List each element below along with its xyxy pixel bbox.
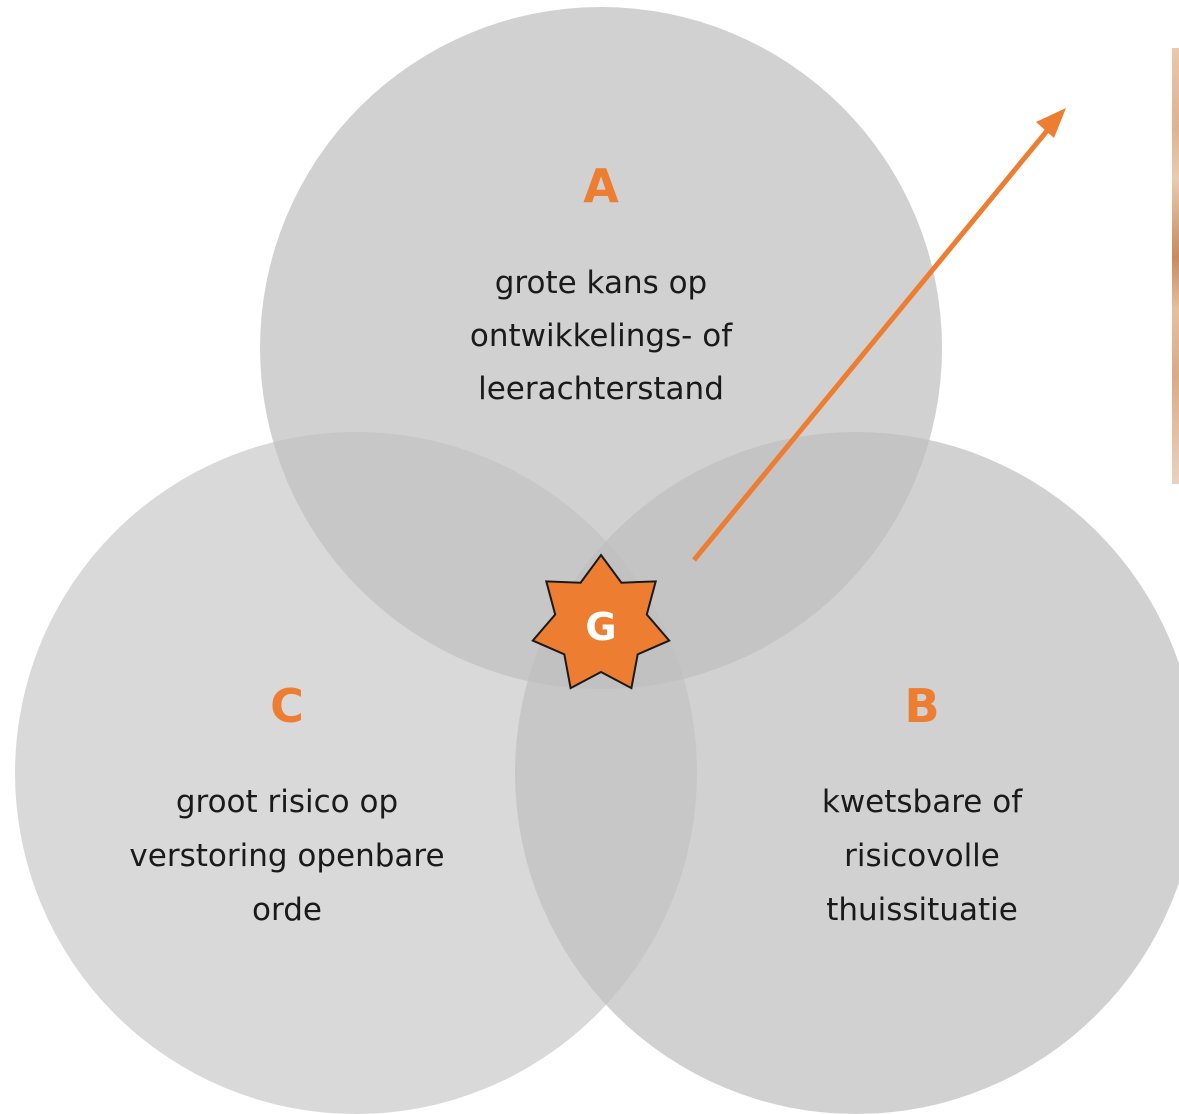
set-a-description-line-1: grote kans op [495,265,708,301]
set-a-description-line-3: leerachterstand [478,371,724,407]
set-c-description-line-3: orde [252,892,322,928]
set-b-letter: B [904,679,939,733]
set-b-description-line-1: kwetsbare of [822,784,1023,820]
set-c-letter: C [270,679,304,733]
set-a-letter: A [583,159,619,213]
center-star-icon [531,553,671,690]
circle-b [515,432,1179,1114]
center-letter: G [585,605,616,649]
circle-c [15,432,697,1114]
set-c-description-line-1: groot risico op [176,784,398,820]
set-c-description-line-2: verstoring openbare [129,838,444,874]
set-b-description-line-2: risicovolle [844,838,1000,874]
photo-edge-fragment [1172,48,1179,484]
arrow-line [692,113,1062,562]
set-b-description-line-3: thuissituatie [826,892,1018,928]
set-a-description-line-2: ontwikkelings- of [470,318,733,354]
arrow-head [1036,108,1066,138]
